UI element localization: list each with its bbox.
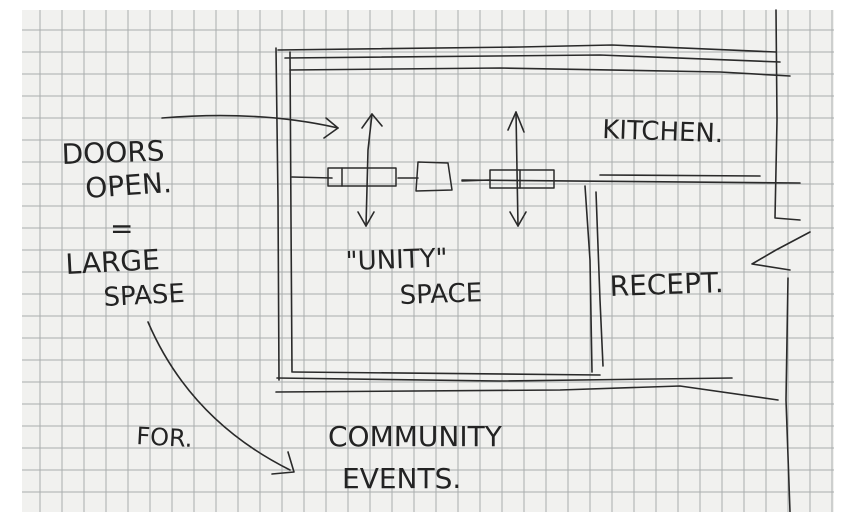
note-spase: SPASE: [103, 279, 186, 313]
curved-arrow-icon: [147, 321, 295, 475]
note-events: EVENTS.: [342, 462, 461, 495]
room-label-kitchen: KITCHEN.: [602, 115, 724, 149]
room-label-unity-space: "UNITY" SPACE: [345, 243, 482, 311]
note-open: OPEN.: [84, 166, 173, 205]
note-equals: =: [110, 212, 133, 245]
note-for: FOR.: [136, 422, 194, 453]
unity-label: "UNITY": [345, 243, 448, 277]
building-outline: [275, 9, 811, 512]
left-notes: DOORS OPEN. = LARGE SPASE: [61, 134, 185, 313]
paper-grid: [22, 10, 834, 512]
door-swing-left-arrow-icon: [357, 113, 383, 227]
door-swing-right-arrow-icon: [507, 111, 527, 227]
note-large: LARGE: [65, 243, 161, 281]
grid-paper: [22, 10, 834, 512]
space-label: SPACE: [399, 278, 482, 311]
note-community: COMMUNITY: [328, 420, 503, 453]
room-label-reception: RECEPT.: [609, 266, 724, 303]
pointer-arrow-icon: [161, 114, 339, 139]
door-right-icon: [461, 169, 555, 189]
note-doors: DOORS: [61, 134, 165, 171]
door-left-icon: [327, 167, 397, 187]
bottom-notes: FOR. COMMUNITY EVENTS.: [136, 420, 503, 495]
door-center-icon: [415, 161, 453, 192]
